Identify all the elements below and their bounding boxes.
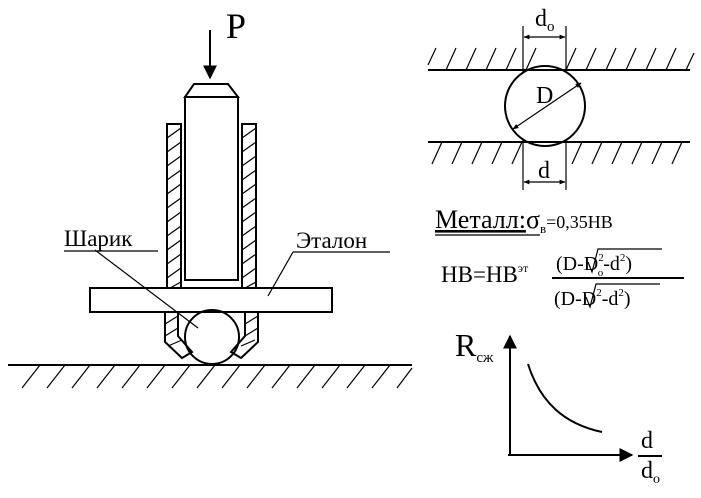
tensile-strength-formula: Металл:σв=0,35HB <box>435 205 613 236</box>
hb-denominator: (D-D2-d2) <box>554 287 631 310</box>
x-axis-label-numerator: d <box>641 428 653 454</box>
diameter-D-arrow <box>512 82 582 130</box>
indenter-ball <box>504 65 586 147</box>
standard-leader <box>267 251 294 297</box>
ball-label: Шарик <box>64 226 133 251</box>
plunger-body <box>184 96 239 281</box>
strength-curve <box>527 363 603 433</box>
apparatus: P Шарик Эталон <box>8 6 413 389</box>
denominator-radical <box>585 283 660 309</box>
y-axis-label: Rсж <box>455 327 494 366</box>
ground-hatching <box>21 364 413 389</box>
plunger-tip <box>183 83 241 98</box>
force-label: P <box>226 6 246 46</box>
d-o-label: do <box>535 6 555 35</box>
standard-label: Эталон <box>296 228 367 253</box>
indentation-detail: D do d <box>427 6 695 190</box>
standard-plate <box>89 287 333 313</box>
d-label: d <box>538 158 550 184</box>
D-label: D <box>536 83 553 109</box>
numerator-radical <box>587 248 662 274</box>
x-axis-label-denominator: do <box>641 458 660 487</box>
holder-left <box>164 312 194 360</box>
compressive-strength-graph: Rсж d do <box>455 327 662 487</box>
ball <box>184 309 240 365</box>
hb-formula-left: HB=HBэт <box>441 261 529 287</box>
ball-leader <box>94 249 199 329</box>
holder-right <box>229 312 259 360</box>
